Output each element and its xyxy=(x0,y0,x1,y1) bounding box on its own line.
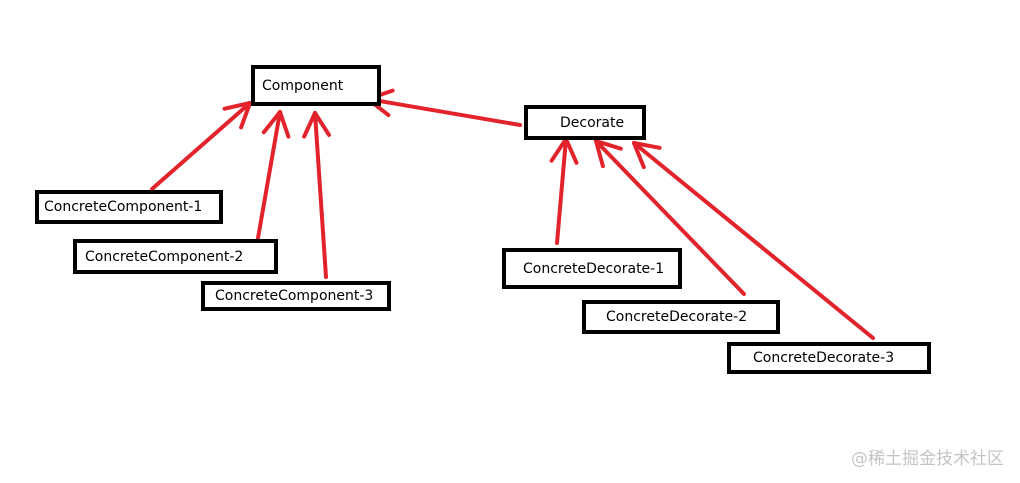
arrow-head xyxy=(632,141,662,150)
node-component: Component xyxy=(251,65,381,106)
node-concrete-component-1: ConcreteComponent-1 xyxy=(35,190,223,224)
node-concrete-decorate-1: ConcreteDecorate-1 xyxy=(502,248,682,289)
arrow-head xyxy=(594,139,623,151)
node-label: ConcreteDecorate-3 xyxy=(753,350,895,366)
arrow-head xyxy=(549,137,568,163)
arrow-concrete-decorate-3-to-decorate xyxy=(632,141,875,340)
arrow-head xyxy=(302,111,317,139)
node-label: ConcreteDecorate-2 xyxy=(606,309,748,325)
arrow-shaft xyxy=(594,139,746,296)
arrow-shaft xyxy=(366,97,522,127)
arrow-shaft xyxy=(150,101,252,191)
arrow-decorate-to-component xyxy=(366,88,522,127)
arrow-shaft xyxy=(632,141,875,340)
arrow-head xyxy=(278,110,291,139)
arrow-shaft xyxy=(313,111,328,279)
node-concrete-decorate-2: ConcreteDecorate-2 xyxy=(582,300,780,334)
arrow-head xyxy=(632,141,646,170)
node-concrete-component-3: ConcreteComponent-3 xyxy=(201,281,391,311)
watermark: @稀土掘金技术社区 xyxy=(851,449,1004,469)
node-decorate: Decorate xyxy=(524,105,646,140)
arrow-head xyxy=(594,139,605,169)
arrow-head xyxy=(261,110,282,135)
arrow-head xyxy=(313,111,331,137)
arrow-shaft xyxy=(256,110,282,240)
node-label: ConcreteComponent-1 xyxy=(44,199,203,215)
node-concrete-decorate-3: ConcreteDecorate-3 xyxy=(727,342,931,374)
arrow-head xyxy=(239,101,252,130)
arrow-head xyxy=(564,137,579,165)
arrow-shaft xyxy=(555,137,568,245)
node-label: ConcreteComponent-2 xyxy=(85,248,244,265)
node-label: Component xyxy=(262,77,344,94)
arrow-concrete-component-2-to-component xyxy=(256,110,291,240)
arrow-concrete-component-1-to-component xyxy=(150,101,252,191)
arrow-concrete-component-3-to-component xyxy=(302,111,331,279)
arrow-concrete-decorate-1-to-decorate xyxy=(549,137,579,245)
arrow-concrete-decorate-2-to-decorate xyxy=(594,139,746,296)
node-label: ConcreteComponent-3 xyxy=(215,288,374,304)
arrow-head xyxy=(222,101,252,111)
node-concrete-component-2: ConcreteComponent-2 xyxy=(73,239,278,274)
node-label: Decorate xyxy=(560,114,625,131)
node-label: ConcreteDecorate-1 xyxy=(523,260,665,277)
